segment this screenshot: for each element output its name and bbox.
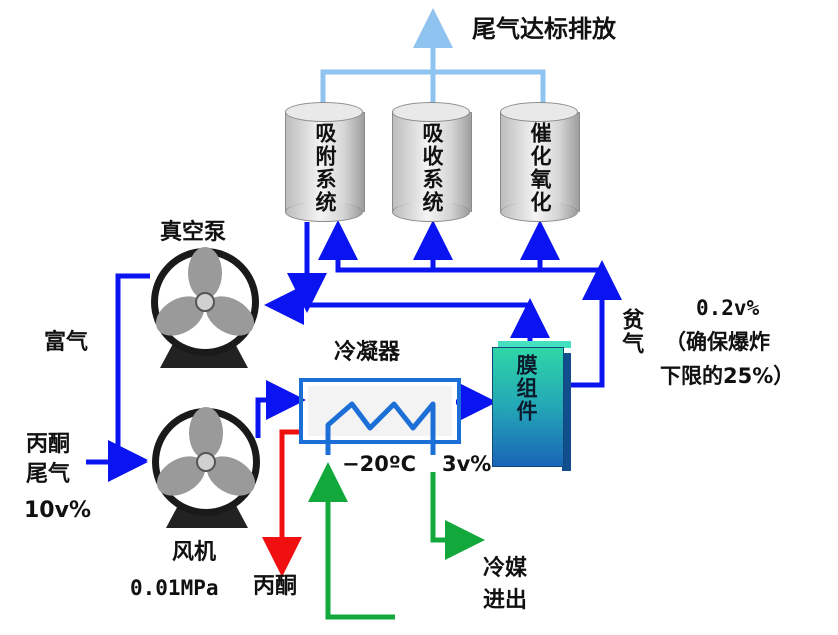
coolant-label-line2: 进出: [483, 588, 528, 613]
lean-note-line2: 下限的25%）: [660, 364, 795, 388]
temperature-label: −20ºC: [342, 452, 417, 476]
rich-gas-label: 富气: [44, 330, 89, 355]
membrane-side-face: [562, 353, 571, 471]
fan: [152, 407, 260, 528]
absorption-label: 吸收系统: [420, 122, 444, 214]
main-flow-lines: [86, 220, 622, 482]
coolant-label-line1: 冷媒: [483, 556, 528, 581]
fan-pressure-label: 0.01MPa: [130, 576, 219, 600]
feed-label-line2: 尾气: [26, 462, 71, 487]
adsorption-label: 吸附系统: [313, 122, 337, 214]
exhaust-out-label: 尾气达标排放: [472, 15, 616, 43]
lean-gas-label: 贫气: [618, 308, 644, 356]
fan-label: 风机: [172, 540, 217, 565]
catalytic-oxidation: 催化氧化: [500, 102, 580, 222]
outlet-conc-label: 3v%: [442, 452, 492, 476]
condenser-label: 冷凝器: [334, 340, 401, 365]
membrane-label: 膜组件: [514, 354, 538, 423]
coolant-lines: [308, 462, 485, 620]
feed-label-line1: 丙酮: [26, 432, 71, 457]
condenser: [299, 378, 461, 455]
acetone-out-label: 丙酮: [253, 574, 298, 599]
catalytic-label: 催化氧化: [528, 122, 552, 214]
lean-note-line1: （确保爆炸: [665, 330, 770, 354]
lean-value-label: 0.2v%: [696, 296, 760, 320]
absorption-system: 吸收系统: [392, 102, 472, 222]
vacuum-pump: [151, 247, 259, 368]
feed-label-line3: 10v%: [24, 498, 91, 523]
vacuum-pump-label: 真空泵: [160, 220, 227, 245]
adsorption-system: 吸附系统: [285, 102, 365, 222]
membrane-top-face: [498, 341, 571, 348]
acetone-out-line: [262, 429, 302, 577]
membrane-module: 膜组件: [492, 347, 564, 467]
